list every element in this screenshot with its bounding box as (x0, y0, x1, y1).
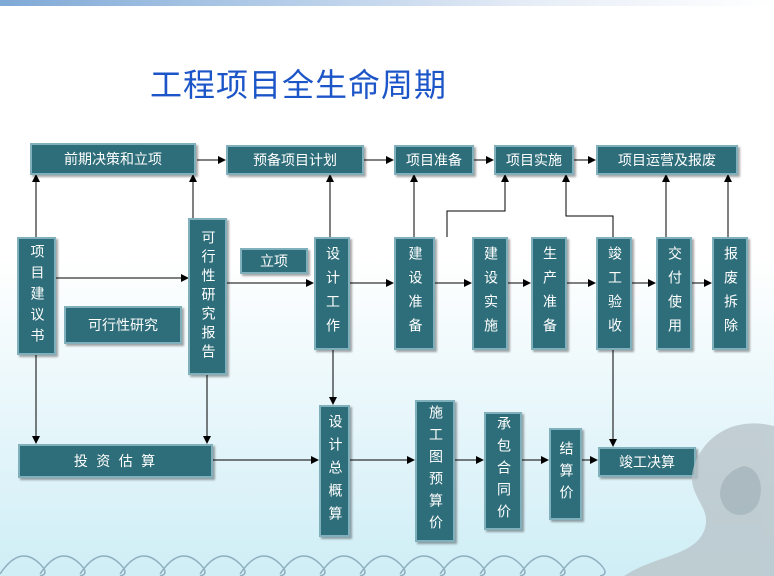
top-accent-bar (0, 0, 774, 6)
final-account-box: 竣工决算 (598, 447, 696, 477)
production-prep-box: 生产准备 (531, 237, 567, 350)
handover-use-box: 交付使用 (656, 237, 692, 350)
construction-impl-box: 建设实施 (472, 237, 508, 350)
construction-prep-box: 建设准备 (394, 237, 435, 350)
feasibility-study-box: 可行性研究 (64, 306, 182, 344)
project-impl-box: 项目实施 (494, 145, 574, 175)
project-prep-box: 项目准备 (394, 145, 474, 175)
scrap-demolish-box: 报废拆除 (712, 237, 748, 350)
feasibility-report-box: 可行性研究报告 (188, 218, 227, 375)
investment-estimate-box: 投 资 估 算 (18, 444, 213, 478)
settlement-price-box: 结算价 (549, 428, 582, 520)
page-title: 工程项目全生命周期 (150, 66, 448, 104)
wave-pattern-decoration (0, 555, 606, 576)
proposal-box: 项目建议书 (17, 237, 56, 355)
design-budget-box: 设计总概算 (319, 405, 350, 537)
design-work-box: 设计工作 (314, 237, 350, 350)
construction-drawing-budget-box: 施工图预算价 (415, 400, 455, 542)
pre-decision-box: 前期决策和立项 (30, 143, 196, 175)
operation-demolition-box: 项目运营及报废 (596, 145, 738, 175)
approval-box: 立项 (240, 248, 308, 274)
dragon-decoration (624, 423, 774, 576)
contract-price-box: 承包合同价 (484, 412, 522, 530)
prep-plan-box: 预备项目计划 (226, 145, 364, 175)
completion-acceptance-box: 竣工验收 (596, 237, 632, 350)
